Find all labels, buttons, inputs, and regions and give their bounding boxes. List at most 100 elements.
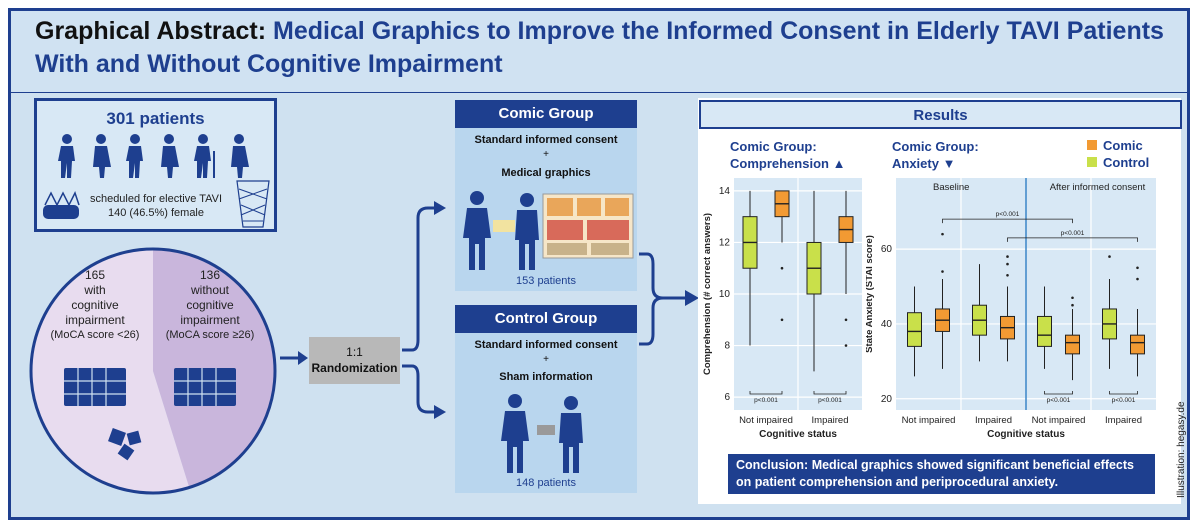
significance-bracket — [942, 218, 1073, 224]
patients-count: 301 patients — [106, 109, 205, 128]
y-tick-label: 14 — [719, 186, 731, 197]
arrow-up-icon: ▲ — [832, 156, 846, 171]
comic-group-patients: 153 patients — [516, 275, 576, 287]
box-body — [1037, 315, 1052, 347]
box-outlier — [1071, 296, 1074, 300]
pie-right-line: 136 — [199, 268, 221, 282]
box-outlier — [1136, 266, 1139, 270]
anxiety-title-line2: Anxiety — [892, 156, 939, 171]
comprehension-title-line2: Comprehension — [730, 156, 829, 171]
randomization-label: Randomization — [311, 361, 398, 375]
y-tick-label: 60 — [881, 244, 893, 255]
p-value-label: p<0.001 — [754, 397, 778, 404]
x-tick-label: Not impaired — [1032, 415, 1086, 426]
panel-label: After informed consent — [1050, 182, 1146, 193]
legend-swatch — [1087, 140, 1097, 150]
comprehension-title-line1: Comic Group: — [730, 139, 817, 154]
pie-left-line: 165 — [84, 268, 106, 282]
y-tick-label: 40 — [881, 319, 893, 330]
cohort-pie — [29, 247, 277, 495]
box-outlier — [1006, 262, 1009, 266]
control-group-plus: + — [543, 354, 549, 365]
anxiety-title: Comic Group: Anxiety ▼ — [892, 138, 1032, 172]
significance-bracket — [1109, 391, 1138, 395]
control-group-box: Control Group Standard informed consent … — [455, 305, 637, 493]
significance-bracket — [813, 391, 847, 395]
comic-group-line1: Standard informed consent — [474, 134, 618, 146]
significance-bracket — [1007, 237, 1138, 242]
pie-left-line: with — [84, 283, 106, 297]
doctor-patient-handshake-icon — [501, 394, 583, 473]
patients-box: 301 patients scheduled for elective TAVI… — [34, 98, 277, 232]
header-bar: Graphical Abstract: Medical Graphics to … — [11, 11, 1187, 94]
x-tick-label: Impaired — [812, 415, 849, 426]
control-group-line1: Standard informed consent — [474, 339, 618, 351]
pie-left-line: cognitive — [71, 298, 119, 312]
box-outlier — [1071, 303, 1074, 307]
pie-right-line: impairment — [180, 313, 240, 327]
box-body — [1065, 334, 1080, 355]
merge-arrows — [639, 252, 699, 346]
box-outlier — [780, 318, 784, 322]
box-outlier — [1136, 277, 1139, 281]
randomization-ratio: 1:1 — [346, 345, 363, 359]
legend-swatch — [1087, 157, 1097, 167]
legend-item: Comic — [1087, 138, 1167, 155]
pie-left-line: (MoCA score <26) — [50, 329, 140, 341]
control-group-line2: Sham information — [499, 371, 593, 383]
box-outlier — [780, 266, 784, 270]
x-tick-label: Not impaired — [739, 415, 793, 426]
pie-left-line: impairment — [65, 313, 125, 327]
control-group-patients: 148 patients — [516, 477, 576, 489]
panel-label: Baseline — [933, 182, 969, 193]
title-lead: Graphical Abstract: — [35, 17, 267, 45]
y-tick-label: 8 — [724, 341, 730, 352]
comprehension-title: Comic Group: Comprehension ▲ — [730, 138, 870, 172]
pie-left-label: 165 with cognitive impairment (MoCA scor… — [30, 268, 160, 343]
box-outlier — [941, 270, 944, 273]
title-text: Medical Graphics to Improve the Informed… — [35, 17, 1164, 78]
pie-right-label: 136 without cognitive impairment (MoCA s… — [150, 268, 270, 343]
y-axis-label: Comprehension (# correct answers) — [702, 213, 713, 375]
p-value-label: p<0.001 — [1112, 397, 1136, 404]
box-outlier — [844, 318, 848, 322]
legend-item: Control — [1087, 155, 1167, 172]
y-tick-label: 20 — [881, 394, 893, 405]
results-title: Results — [913, 107, 968, 124]
pie-right-line: cognitive — [186, 298, 234, 312]
stent-icon — [236, 180, 270, 228]
flow-arrows — [280, 201, 446, 419]
patients-line2: 140 (46.5%) female — [108, 207, 204, 219]
arrow-down-icon: ▼ — [942, 156, 956, 171]
randomization-box: 1:1 Randomization — [309, 337, 400, 384]
box-outlier — [1006, 273, 1009, 277]
results-title-box: Results — [699, 100, 1182, 129]
conclusion-text: Conclusion: Medical graphics showed sign… — [736, 458, 1134, 489]
anxiety-title-line1: Comic Group: — [892, 139, 979, 154]
patients-line1: scheduled for elective TAVI — [89, 193, 223, 205]
doctor-patient-comic-icon — [463, 191, 634, 270]
y-tick-label: 12 — [719, 237, 731, 248]
legend: Comic Control — [1087, 138, 1167, 172]
p-value-label: p<0.001 — [1061, 230, 1085, 237]
page-title: Graphical Abstract: Medical Graphics to … — [35, 15, 1185, 81]
comic-group-box: Comic Group Standard informed consent + … — [455, 100, 637, 291]
legend-label: Comic — [1103, 138, 1143, 153]
box-outlier — [844, 344, 848, 347]
x-tick-label: Impaired — [975, 415, 1012, 426]
box-body — [907, 312, 922, 347]
y-tick-label: 6 — [724, 392, 730, 403]
comic-group-title: Comic Group — [455, 100, 637, 128]
legend-label: Control — [1103, 155, 1150, 170]
box-outlier — [941, 232, 944, 236]
box-outlier — [1108, 255, 1111, 258]
pie-right-line: without — [190, 283, 230, 297]
puzzle-piece-icon — [64, 368, 236, 461]
x-axis-label: Cognitive status — [759, 429, 837, 440]
pie-right-line: (MoCA score ≥26) — [165, 329, 255, 341]
x-tick-label: Not impaired — [902, 415, 956, 426]
conclusion-box: Conclusion: Medical graphics showed sign… — [728, 454, 1155, 494]
significance-bracket — [749, 391, 783, 395]
